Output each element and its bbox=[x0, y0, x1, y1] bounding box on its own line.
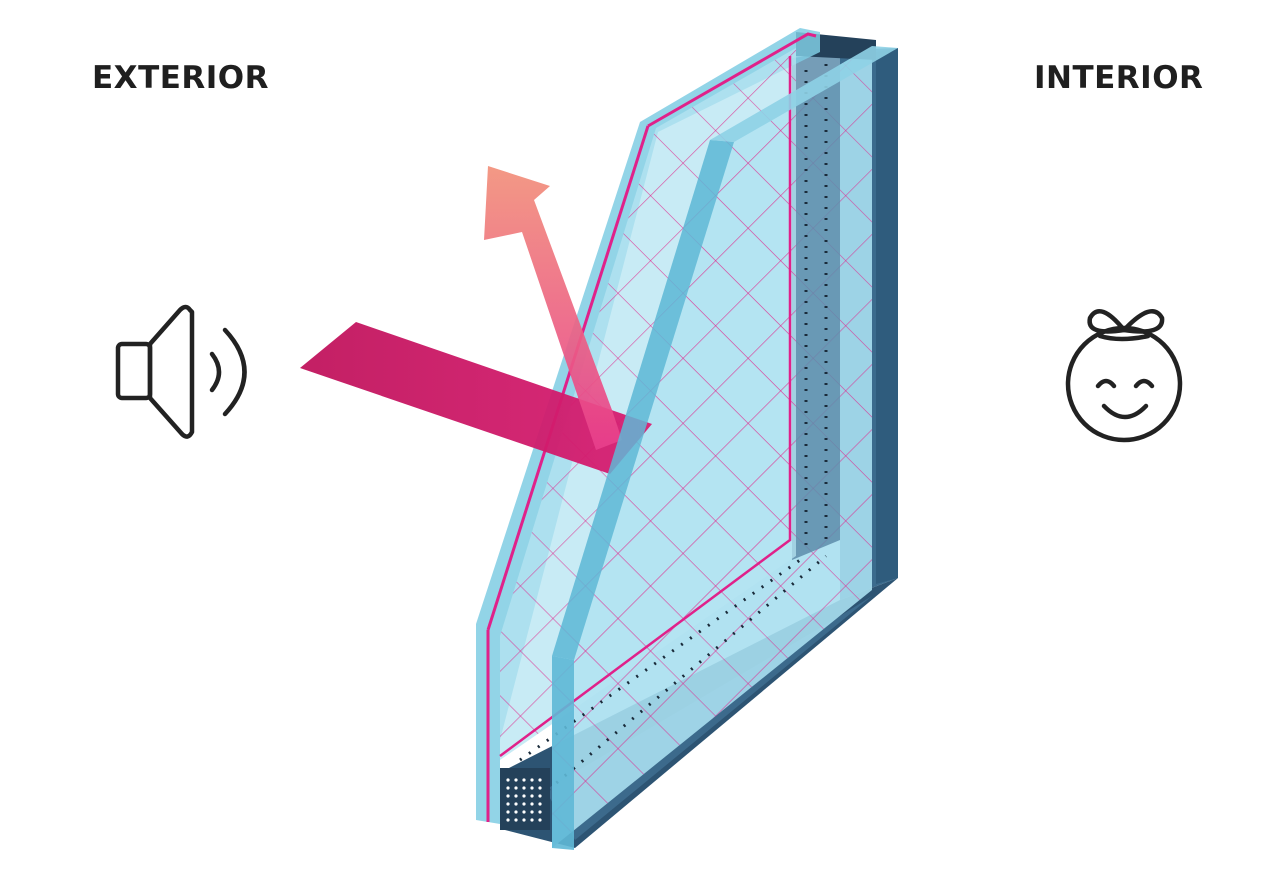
exterior-label: EXTERIOR bbox=[92, 60, 270, 96]
speaker-icon bbox=[115, 304, 247, 439]
inner-pane-edge bbox=[552, 46, 898, 850]
incoming-sound-arrow bbox=[300, 322, 652, 474]
interior-label: INTERIOR bbox=[1034, 60, 1204, 96]
reflected-sound-arrow bbox=[484, 166, 622, 450]
happy-child-icon bbox=[1065, 309, 1183, 443]
